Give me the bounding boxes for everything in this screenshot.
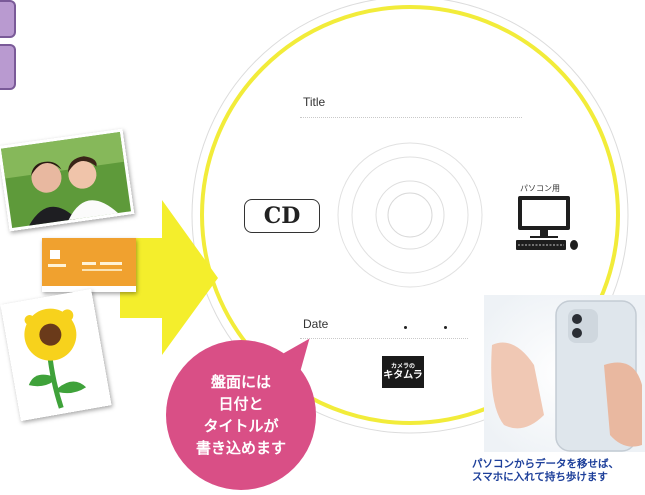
logo-line-2: キタムラ (383, 369, 423, 381)
sunflower-drawing (0, 288, 112, 422)
cd-hub-ring-2 (351, 156, 469, 274)
smartphone-caption: パソコンからデータを移せば、 スマホに入れて持ち歩けます (472, 458, 645, 484)
date-dot-2 (444, 326, 447, 329)
logo-line-1: カメラの (390, 362, 415, 370)
yellow-arrow (120, 200, 218, 355)
title-label: Title (303, 95, 326, 109)
computer-icon (516, 196, 578, 250)
business-card (42, 238, 136, 292)
kitamura-logo: カメラの キタムラ (382, 356, 424, 388)
smartphone-photo (484, 295, 645, 452)
cd-hub-ring-1 (337, 142, 483, 288)
title-line (300, 117, 522, 118)
bubble-line-4: 書き込めます (195, 439, 286, 457)
wedding-photo (0, 128, 135, 232)
date-dot-1 (404, 326, 407, 329)
cd-yellow-ring (200, 5, 620, 425)
date-label: Date (303, 317, 329, 331)
caption-line-2: スマホに入れて持ち歩けます (472, 471, 608, 483)
bubble-line-1: 盤面には (210, 373, 271, 391)
bubble-line-3: タイトルが (203, 417, 279, 435)
feature-bubble: 盤面には 日付と タイトルが 書き込めます (166, 340, 316, 490)
bubble-line-2: 日付と (218, 395, 264, 413)
cd-hub-ring-3 (375, 180, 445, 250)
cd-label-box: CD (244, 199, 320, 233)
pc-use-label: パソコン用 (520, 184, 560, 193)
cd-center-hole (387, 192, 433, 238)
date-line (300, 338, 468, 339)
side-tab-1[interactable] (0, 0, 16, 38)
side-tab-2[interactable] (0, 44, 16, 90)
caption-line-1: パソコンからデータを移せば、 (472, 458, 619, 470)
